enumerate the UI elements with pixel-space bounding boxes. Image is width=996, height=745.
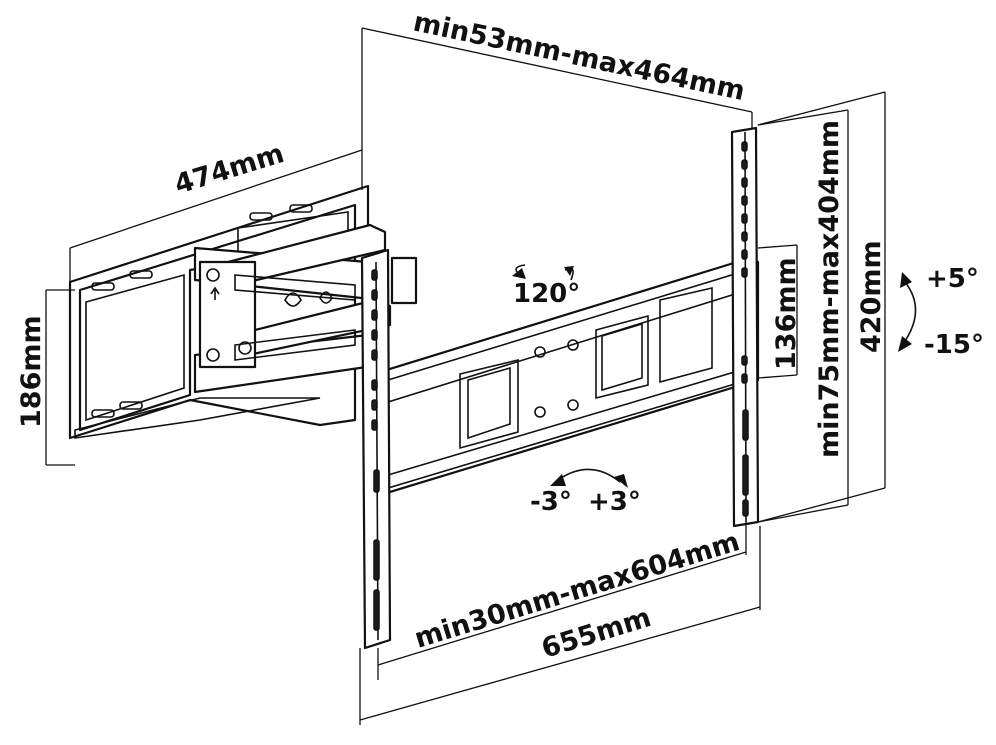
tilt-up-label: +5° — [926, 264, 979, 294]
swivel-indicator — [512, 264, 574, 281]
left-vertical-rail — [360, 248, 392, 650]
swivel-angle-label: 120° — [513, 279, 580, 309]
right-vertical-rail — [730, 126, 760, 528]
tilt-arrow-icon — [898, 272, 917, 352]
plate-height-label: 420mm — [856, 240, 887, 353]
arm-length-label: 474mm — [171, 138, 288, 201]
dimension-lines — [45, 27, 886, 725]
vertical-hole-range-label: min75mm-max404mm — [814, 120, 845, 458]
tilt-down-label: -15° — [924, 330, 984, 360]
articulating-arms — [193, 223, 449, 424]
top-width-range-label: min53mm-max464mm — [411, 7, 748, 108]
wall-plate-height-label: 186mm — [16, 315, 47, 428]
inner-height-label: 136mm — [771, 257, 802, 370]
rotation-arrow-icon — [550, 468, 628, 488]
rotate-left-label: -3° — [530, 487, 572, 517]
rotate-right-label: +3° — [588, 487, 641, 517]
